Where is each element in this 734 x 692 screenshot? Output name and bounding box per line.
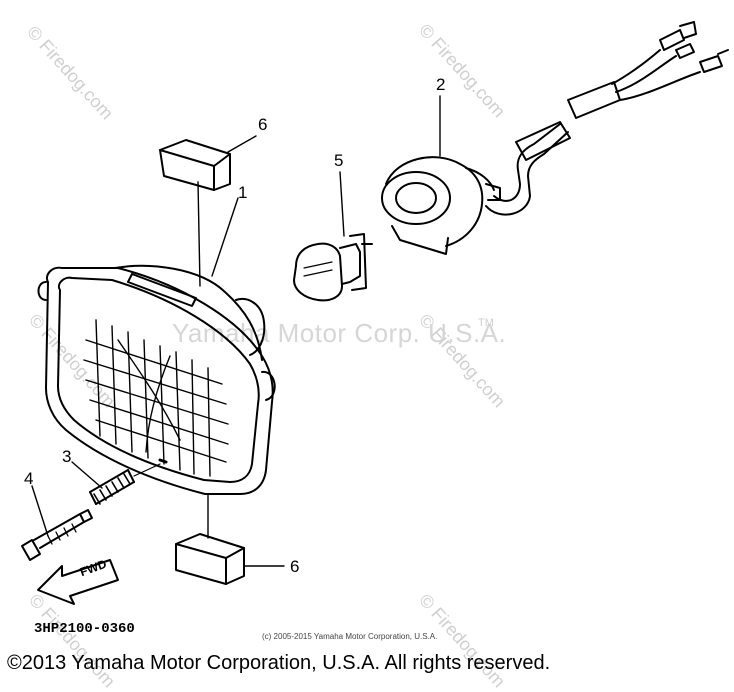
- callout-6-top: 6: [258, 115, 268, 134]
- small-copyright: (c) 2005-2015 Yamaha Motor Corporation, …: [262, 632, 438, 641]
- headlight-unit: [37, 264, 276, 495]
- headlight-bulb: [293, 233, 373, 302]
- screw-axis-line: [133, 463, 161, 477]
- leader-line-1: [211, 197, 239, 277]
- leader-line-6-top: [197, 181, 201, 287]
- callout-4: 4: [24, 469, 34, 488]
- forward-arrow: [37, 559, 119, 605]
- watermark-trademark: TM: [478, 317, 494, 329]
- adjusting-screw: [21, 509, 93, 561]
- leader-line-4: [31, 485, 49, 537]
- diagram-part-code: 3HP2100-0360: [34, 621, 135, 637]
- footer-copyright: ©2013 Yamaha Motor Corporation, U.S.A. A…: [7, 652, 551, 674]
- rubber-block-bottom: [175, 533, 245, 585]
- callout-6-bottom: 6: [290, 557, 300, 576]
- callout-3: 3: [62, 447, 72, 466]
- rubber-block-top: [159, 139, 231, 191]
- callout-2: 2: [436, 75, 446, 94]
- watermark-center: Yamaha Motor Corp. U.S.A.: [172, 318, 507, 348]
- leader-line-6-top-label: [227, 135, 257, 153]
- leader-line-3: [71, 461, 103, 489]
- bulb-socket: [381, 21, 729, 255]
- callout-1: 1: [238, 183, 248, 202]
- callout-5: 5: [334, 151, 344, 170]
- adjusting-spring: [89, 469, 135, 505]
- leader-line-5: [339, 171, 345, 237]
